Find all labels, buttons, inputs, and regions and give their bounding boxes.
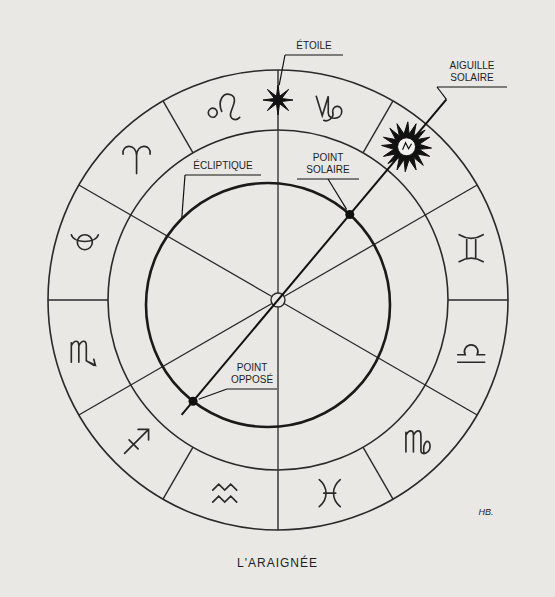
sector-divider <box>48 299 108 300</box>
leader-line <box>199 389 227 399</box>
leader-line <box>227 388 277 389</box>
ecliptic-circle <box>146 183 390 427</box>
needle-point <box>189 397 198 406</box>
part-label: ÉTOILE <box>288 40 340 52</box>
sector-divider <box>425 185 477 215</box>
zodiac-figure <box>208 94 239 119</box>
spoke <box>277 307 278 470</box>
sun-mark <box>403 143 412 150</box>
leader-line <box>328 179 347 209</box>
sector-divider <box>163 447 193 499</box>
sector-divider <box>425 385 477 415</box>
sun-needle <box>182 99 447 415</box>
zodiac-figure <box>458 345 485 362</box>
sun-symbol <box>382 122 432 172</box>
spoke <box>131 215 272 297</box>
sector-divider <box>79 385 131 415</box>
part-label: POINT SOLAIRE <box>300 152 356 176</box>
leader-line <box>437 86 507 87</box>
zodiac-figure <box>459 235 483 262</box>
part-label: ÉCLIPTIQUE <box>188 160 258 172</box>
part-label: POINT OPPOSÉ <box>230 362 274 386</box>
spoke <box>284 304 425 386</box>
sector-divider <box>163 101 193 153</box>
zodiac-figure <box>406 431 430 454</box>
zodiac-figure <box>319 480 340 507</box>
leader-line <box>185 174 261 175</box>
zodiac-figure <box>316 96 342 120</box>
sector-divider <box>448 299 508 300</box>
outer-ring <box>48 70 508 530</box>
needle-point <box>345 210 354 219</box>
sector-divider <box>277 470 278 530</box>
sector-divider <box>363 447 393 499</box>
sector-divider <box>79 185 131 215</box>
star-pointer <box>263 85 293 115</box>
leader-line <box>279 55 285 85</box>
zodiac-figure <box>213 484 237 502</box>
part-label: AIGUILLE SOLAIRE <box>440 60 504 84</box>
caption: L'ARAIGNÉE <box>0 556 555 570</box>
leader-line <box>285 54 343 55</box>
signature: HB. <box>466 506 506 518</box>
spoke <box>284 215 425 297</box>
spoke <box>277 130 278 293</box>
leader-line <box>437 87 446 99</box>
leader-line <box>182 175 185 218</box>
zodiac-figure <box>123 146 150 173</box>
zodiac-figure <box>71 235 98 250</box>
sun-face <box>398 138 416 156</box>
rete-drawing <box>48 70 508 530</box>
zodiac-figure <box>125 429 149 453</box>
zodiac-figure <box>71 341 95 365</box>
